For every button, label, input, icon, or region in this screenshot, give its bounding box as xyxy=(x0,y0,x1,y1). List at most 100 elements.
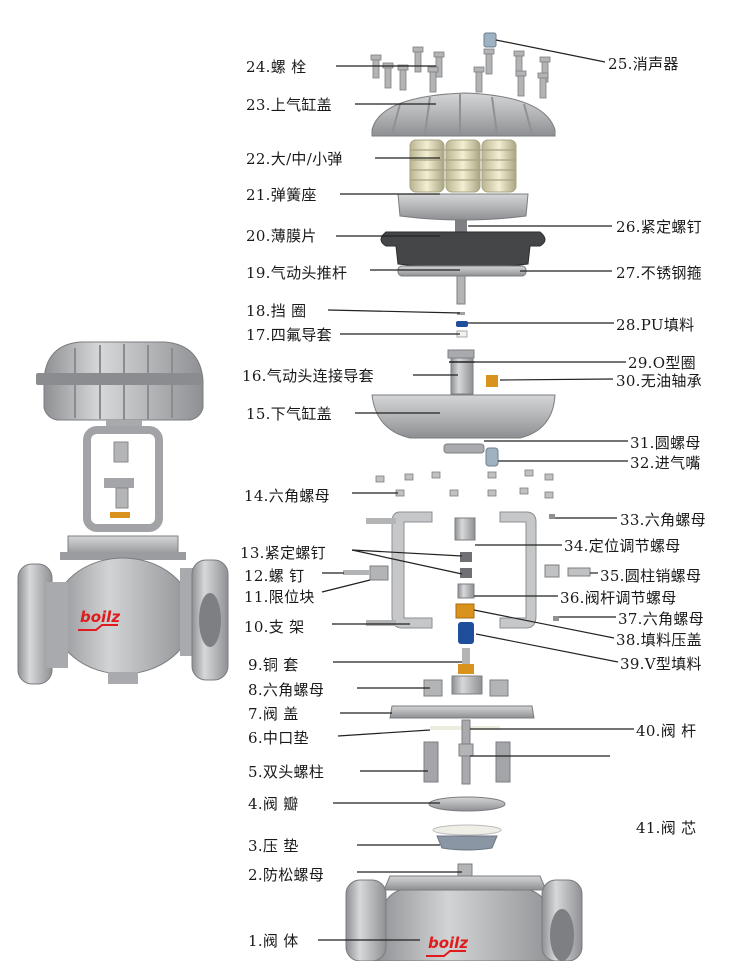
part-label-33: 33.六角螺母 xyxy=(620,511,706,529)
part-label-24: 24.螺 栓 xyxy=(246,58,306,76)
part-number: 13. xyxy=(240,544,265,562)
part-name: 螺 栓 xyxy=(270,58,307,76)
part-name: 挡 圈 xyxy=(270,302,307,320)
part-label-41: 41.阀 芯 xyxy=(636,819,696,837)
part-name: 螺 钉 xyxy=(268,567,305,585)
part-label-20: 20.薄膜片 xyxy=(246,227,317,245)
part-label-37: 37.六角螺母 xyxy=(618,610,704,628)
part-number: 5. xyxy=(248,763,263,781)
part-number: 34. xyxy=(564,537,589,555)
part-label-16: 16.气动头连接导套 xyxy=(242,367,374,385)
part-number: 17. xyxy=(246,326,271,344)
part-name: V型填料 xyxy=(644,655,702,673)
part-number: 18. xyxy=(246,302,271,320)
part-number: 32. xyxy=(630,454,655,472)
part-number: 6. xyxy=(248,729,263,747)
part-number: 37. xyxy=(618,610,643,628)
part-label-19: 19.气动头推杆 xyxy=(246,264,347,282)
part-label-17: 17.四氟导套 xyxy=(246,326,332,344)
part-name: 紧定螺钉 xyxy=(640,218,702,236)
part-label-9: 9.铜 套 xyxy=(248,656,299,674)
part-name: 紧定螺钉 xyxy=(264,544,326,562)
part-name: 薄膜片 xyxy=(270,227,317,245)
part-number: 24. xyxy=(246,58,271,76)
brand-logo: boilz xyxy=(80,608,120,626)
part-name: 气动头推杆 xyxy=(270,264,348,282)
part-number: 10. xyxy=(244,618,269,636)
part-name: PU填料 xyxy=(640,316,695,334)
part-label-1: 1.阀 体 xyxy=(248,932,299,950)
part-number: 7. xyxy=(248,705,263,723)
part-name: 大/中/小弹 xyxy=(270,150,343,168)
part-number: 38. xyxy=(616,631,641,649)
part-name: 不锈钢箍 xyxy=(640,264,702,282)
part-label-14: 14.六角螺母 xyxy=(244,487,330,505)
part-label-30: 30.无油轴承 xyxy=(616,372,702,390)
part-name: 无油轴承 xyxy=(640,372,702,390)
part-number: 11. xyxy=(244,588,269,606)
part-number: 19. xyxy=(246,264,271,282)
part-name: 阀 瓣 xyxy=(262,795,299,813)
part-number: 3. xyxy=(248,837,263,855)
part-label-36: 36.阀杆调节螺母 xyxy=(560,589,677,607)
part-name: 进气嘴 xyxy=(654,454,701,472)
part-label-5: 5.双头螺柱 xyxy=(248,763,324,781)
part-name: 支 架 xyxy=(268,618,305,636)
part-name: 六角螺母 xyxy=(268,487,330,505)
part-number: 16. xyxy=(242,367,267,385)
part-label-4: 4.阀 瓣 xyxy=(248,795,299,813)
part-number: 29. xyxy=(628,354,653,372)
part-number: 8. xyxy=(248,681,263,699)
part-name: 阀杆调节螺母 xyxy=(584,589,677,607)
part-label-31: 31.圆螺母 xyxy=(630,434,701,452)
part-name: 压 垫 xyxy=(262,837,299,855)
part-number: 21. xyxy=(246,186,271,204)
assembled-valve: boilz xyxy=(17,341,229,685)
part-name: 弹簧座 xyxy=(270,186,317,204)
part-number: 22. xyxy=(246,150,271,168)
part-label-26: 26.紧定螺钉 xyxy=(616,218,702,236)
part-label-6: 6.中口垫 xyxy=(248,729,309,747)
part-name: 限位块 xyxy=(268,588,315,606)
part-name: 阀 盖 xyxy=(262,705,299,723)
part-label-11: 11.限位块 xyxy=(244,588,315,606)
leader-line-18 xyxy=(327,309,461,314)
part-name: 六角螺母 xyxy=(642,610,704,628)
part-number: 25. xyxy=(608,55,633,73)
part-name: 阀 芯 xyxy=(660,819,697,837)
part-name: 六角螺母 xyxy=(262,681,325,699)
part-name: 阀 杆 xyxy=(660,722,697,740)
brand-logo-exploded: boilz xyxy=(428,934,468,952)
part-name: 阀 体 xyxy=(262,932,299,950)
part-label-22: 22.大/中/小弹 xyxy=(246,150,343,168)
part-label-7: 7.阀 盖 xyxy=(248,705,299,723)
part-name: O型圈 xyxy=(652,354,696,372)
exploded-parts: boilz xyxy=(343,32,591,961)
part-name: 铜 套 xyxy=(262,656,299,674)
part-label-29: 29.O型圈 xyxy=(628,354,696,372)
springs xyxy=(409,139,517,193)
part-name: 圆柱销螺母 xyxy=(624,567,702,585)
part-number: 39. xyxy=(620,655,645,673)
leader-line-25 xyxy=(495,39,606,63)
part-label-21: 21.弹簧座 xyxy=(246,186,317,204)
part-label-25: 25.消声器 xyxy=(608,55,679,73)
part-label-28: 28.PU填料 xyxy=(616,316,694,334)
leader-lines xyxy=(318,39,634,941)
part-name: 消声器 xyxy=(632,55,679,73)
part-name: 六角螺母 xyxy=(644,511,706,529)
part-name: 四氟导套 xyxy=(270,326,332,344)
part-label-34: 34.定位调节螺母 xyxy=(564,537,681,555)
part-number: 31. xyxy=(630,434,655,452)
part-label-23: 23.上气缸盖 xyxy=(246,96,332,114)
part-number: 30. xyxy=(616,372,641,390)
part-label-2: 2.防松螺母 xyxy=(248,866,324,884)
part-number: 2. xyxy=(248,866,263,884)
part-name: 定位调节螺母 xyxy=(588,537,681,555)
leader-line-13 xyxy=(351,549,463,557)
part-number: 28. xyxy=(616,316,641,334)
leader-line-6 xyxy=(337,729,431,737)
part-number: 35. xyxy=(600,567,625,585)
part-label-18: 18.挡 圈 xyxy=(246,302,306,320)
